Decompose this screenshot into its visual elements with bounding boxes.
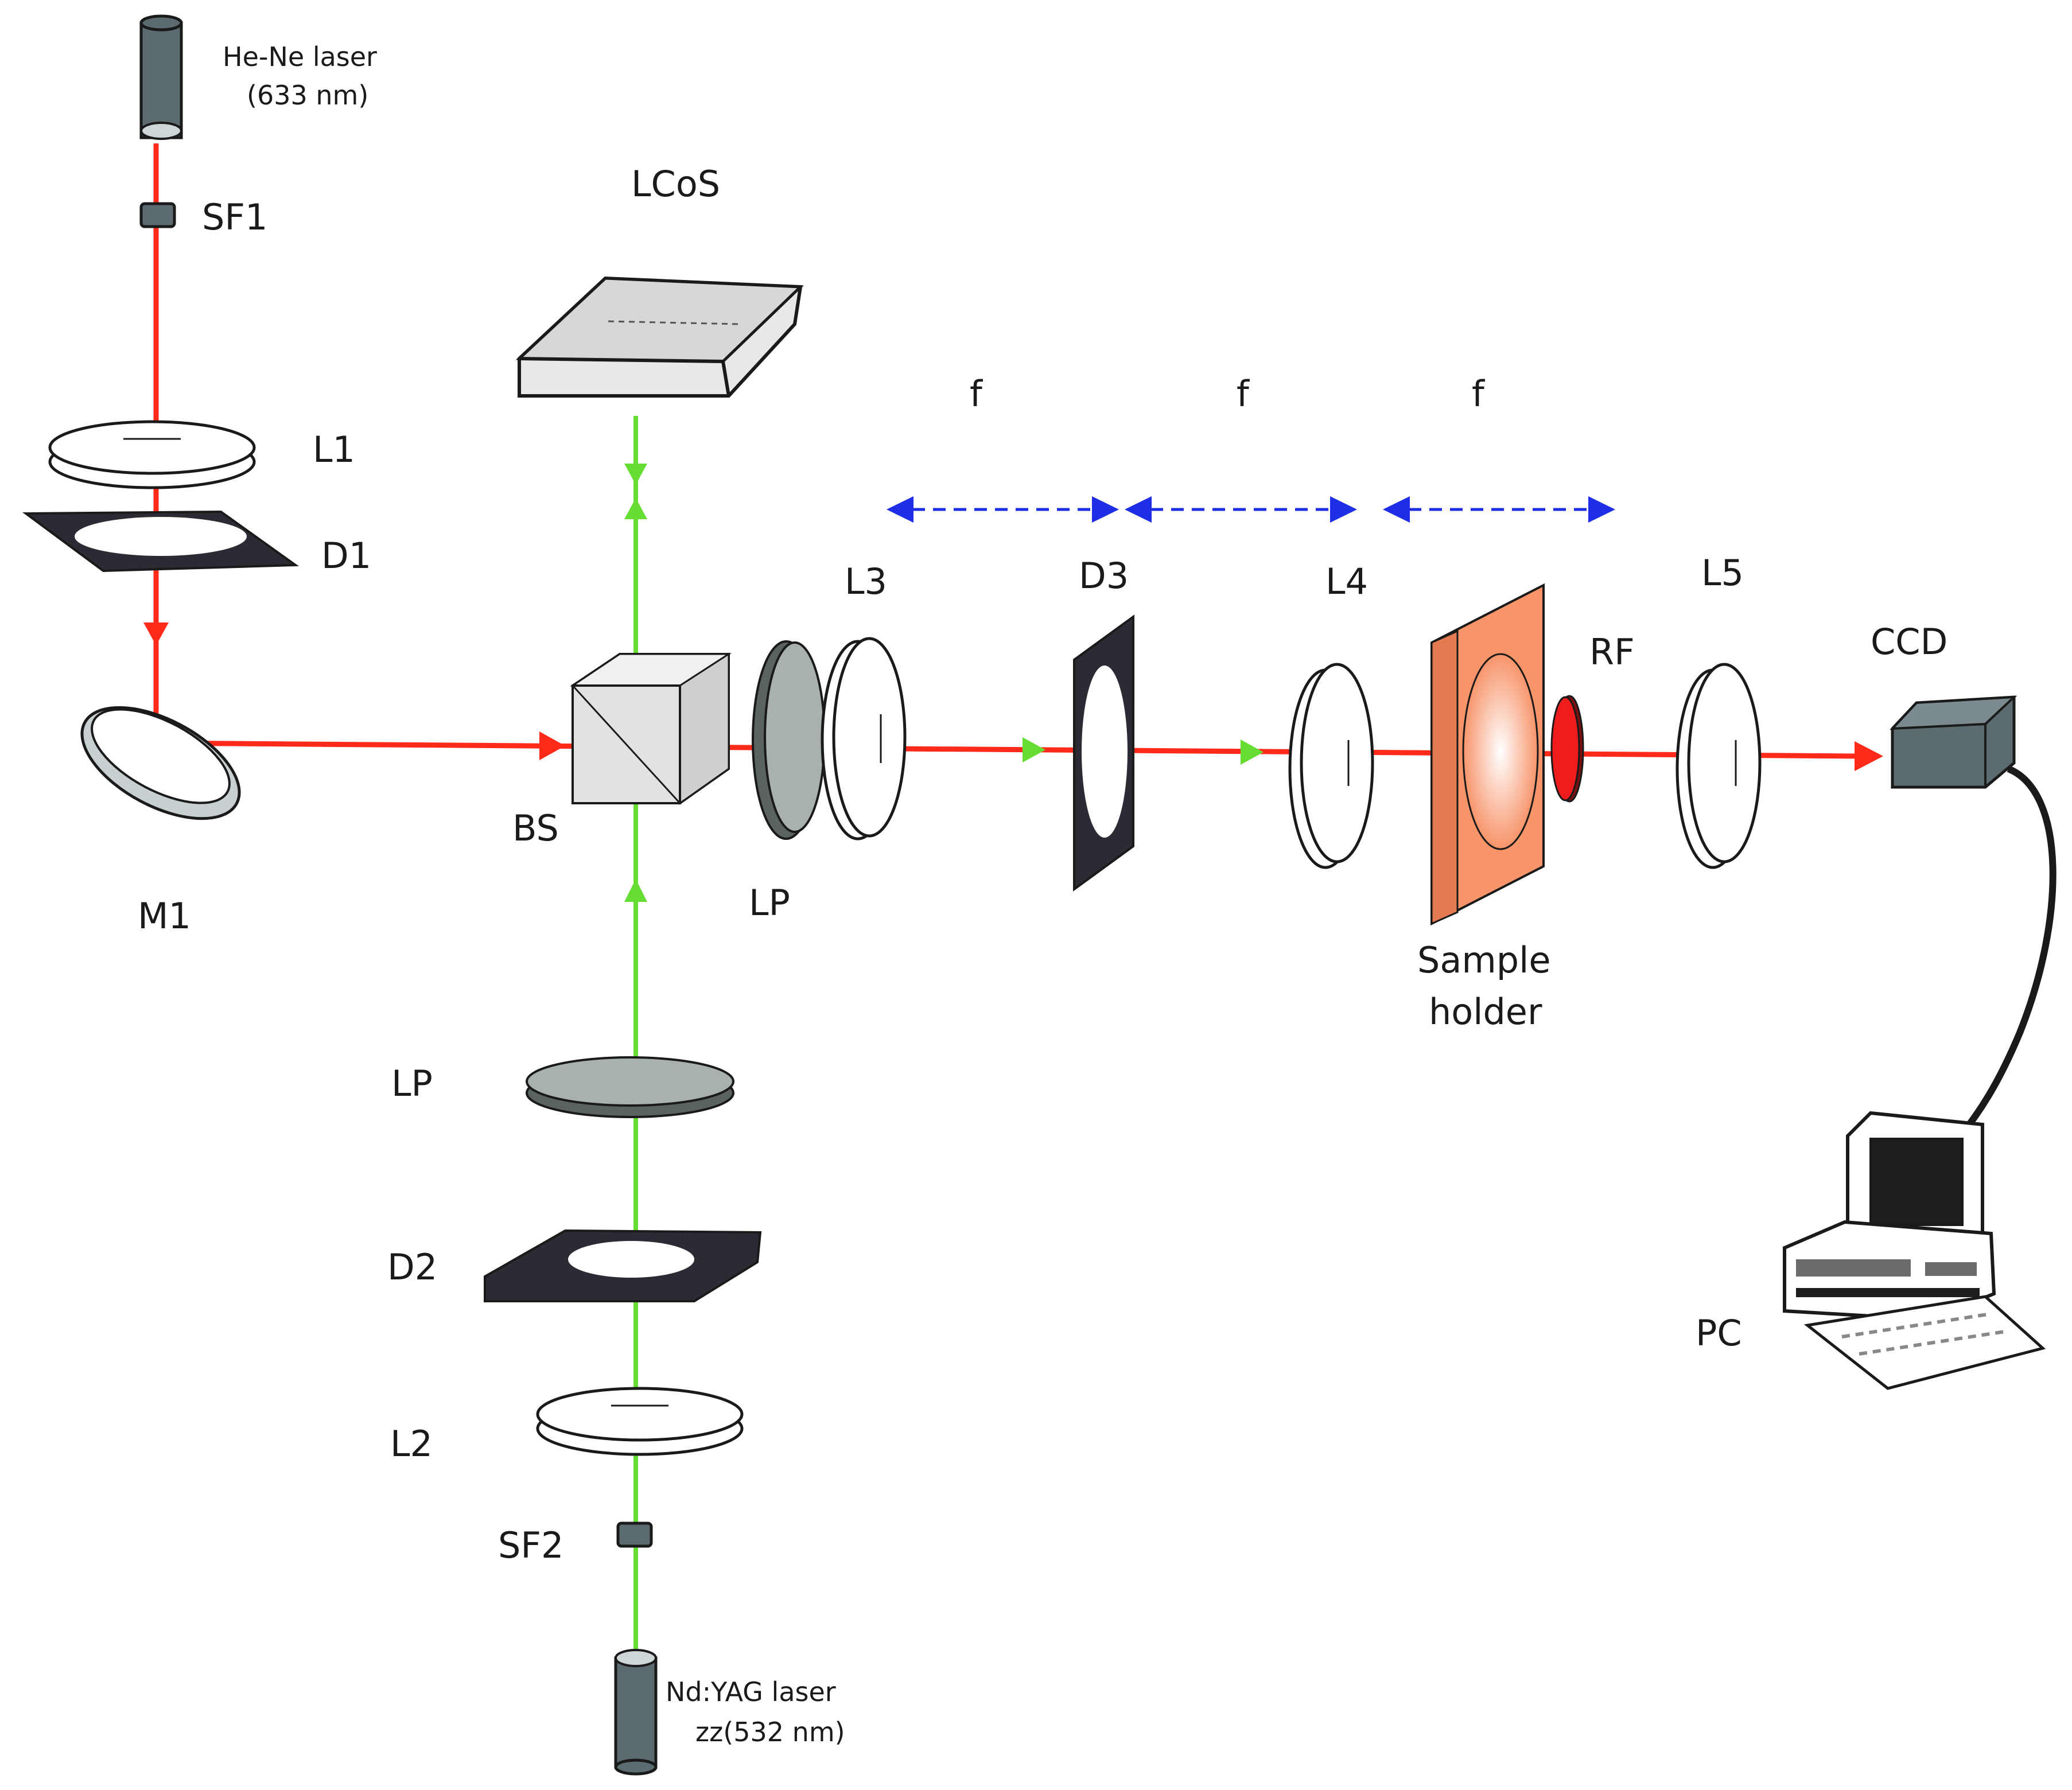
hene-laser	[139, 14, 183, 140]
red-filter-rf	[1550, 695, 1584, 803]
label-d2: D2	[387, 1246, 437, 1288]
red-beam-arrow-bs	[539, 731, 565, 760]
label-l1: L1	[313, 429, 355, 470]
red-beam-arrow-ccd	[1855, 741, 1883, 771]
green-arrow-down-lcos	[624, 464, 647, 485]
spatial-filter-sf2	[616, 1522, 653, 1548]
red-beam-arrow-down	[143, 622, 169, 645]
label-sample-line1: Sample	[1417, 939, 1550, 981]
label-sf1: SF1	[202, 196, 267, 238]
spatial-filter-sf1	[139, 202, 176, 228]
label-l5: L5	[1701, 552, 1744, 594]
sample-holder	[1430, 583, 1545, 926]
label-f2: f	[1237, 373, 1250, 415]
label-l2: L2	[390, 1423, 433, 1465]
label-f1: f	[970, 373, 983, 415]
polarizer-lp-top	[752, 640, 826, 840]
label-pc: PC	[1696, 1312, 1742, 1354]
lcos-display	[515, 276, 804, 398]
lens-l2	[536, 1387, 744, 1456]
lens-l3	[821, 637, 907, 840]
label-hene-line1: He-Ne laser	[223, 41, 377, 72]
label-lcos: LCoS	[631, 163, 720, 205]
label-d1: D1	[321, 535, 371, 577]
lens-l4	[1288, 663, 1374, 869]
diaphragm-d3	[1073, 614, 1134, 892]
lens-l1	[48, 420, 256, 489]
label-hene-line2: (633 nm)	[247, 80, 368, 111]
lens-l5	[1676, 663, 1762, 869]
label-ndyag-line2: zz(532 nm)	[695, 1717, 845, 1748]
label-f3: f	[1472, 373, 1486, 415]
diaphragm-d1	[22, 510, 299, 573]
green-arrow-up-lcos	[624, 498, 647, 519]
label-d3: D3	[1079, 555, 1129, 597]
label-bs: BS	[512, 807, 559, 849]
label-ndyag-line1: Nd:YAG laser	[666, 1676, 836, 1707]
red-beam-horizontal	[156, 740, 1860, 759]
ccd-camera	[1890, 695, 2017, 789]
label-l4: L4	[1325, 561, 1368, 602]
label-ccd: CCD	[1871, 621, 1947, 663]
pc-computer-icon	[1783, 1111, 2046, 1390]
beam-splitter-bs	[570, 652, 732, 805]
label-sample-line2: holder	[1429, 991, 1542, 1033]
label-lp-bottom: LP	[391, 1063, 433, 1104]
label-lp-top: LP	[749, 882, 790, 924]
label-rf: RF	[1589, 631, 1635, 673]
label-sf2: SF2	[498, 1524, 563, 1566]
polarizer-lp-bottom	[526, 1056, 734, 1118]
mirror-m1	[80, 706, 241, 820]
green-arrow-up-bottom	[624, 879, 647, 902]
green-arrow-right-d3	[1023, 737, 1045, 762]
green-arrow-right-l4	[1241, 740, 1264, 765]
focal-distance-arrows	[887, 496, 1615, 523]
ccd-cable	[1954, 765, 2057, 1144]
ndyag-laser	[614, 1649, 658, 1776]
diaphragm-d2	[484, 1229, 762, 1302]
label-l3: L3	[845, 561, 887, 602]
label-m1: M1	[138, 895, 191, 937]
